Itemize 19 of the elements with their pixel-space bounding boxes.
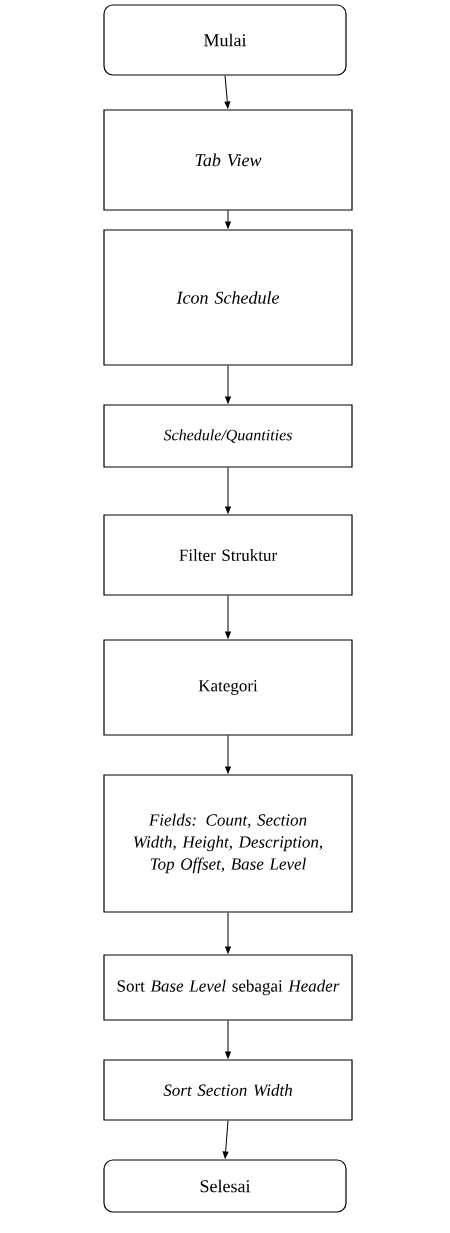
end-terminal: Selesai (103, 1159, 347, 1213)
process-box: Kategori (103, 639, 353, 736)
process-box: Icon Schedule (103, 229, 353, 366)
arrow (224, 75, 231, 109)
process-box: Sort Base Level sebagai Header (103, 954, 353, 1021)
process-box: Fields: Count, Section Width, Height, Description, Top Offset, Base Level (103, 774, 353, 913)
arrow (225, 595, 231, 639)
process-box: Sort Section Width (103, 1059, 353, 1121)
process-box: Filter Struktur (103, 514, 353, 596)
arrow (225, 467, 231, 514)
arrow (222, 1120, 229, 1159)
arrow (225, 735, 231, 774)
arrow (225, 365, 231, 404)
arrow (225, 912, 231, 954)
arrow (225, 1020, 231, 1059)
process-box: Schedule/Quantities (103, 404, 353, 468)
arrow (225, 210, 231, 229)
start-terminal: Mulai (103, 4, 347, 76)
process-box: Tab View (103, 109, 353, 211)
